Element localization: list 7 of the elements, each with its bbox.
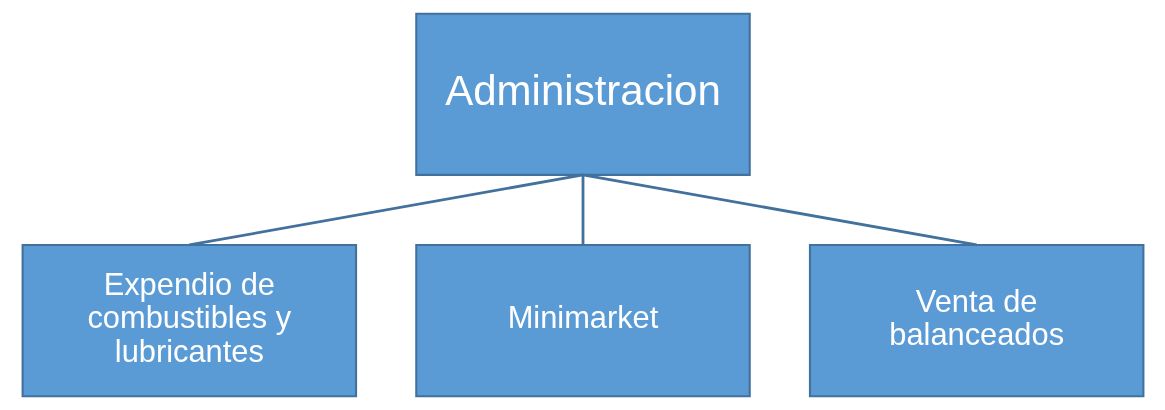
node-box: Administracion — [414, 12, 751, 176]
node-box: Expendio de combustibles y lubricantes — [21, 243, 357, 398]
node-box: Venta de balanceados — [808, 243, 1144, 398]
connector — [188, 173, 583, 247]
connector — [582, 173, 977, 247]
node-box: Minimarket — [414, 243, 751, 398]
connector — [581, 174, 584, 245]
